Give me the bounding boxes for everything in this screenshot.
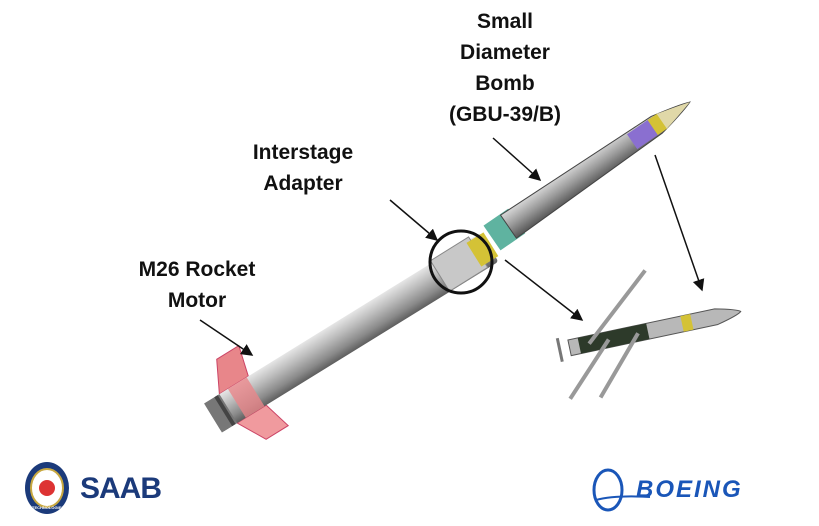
boeing-symbol-logo [592, 468, 651, 512]
saab-seal-logo [25, 462, 69, 514]
label-line: M26 Rocket [138, 258, 256, 281]
label-line: Adapter [263, 172, 343, 195]
deployed-sdb [555, 269, 742, 400]
m26-rocket-motor [204, 233, 498, 440]
label-small-diameter-bomb: Small Diameter Bomb (GBU-39/B) [420, 6, 590, 130]
saab-seal-text: TECHNOLOGIES [32, 505, 65, 510]
arrow-motor [199, 319, 254, 356]
small-diameter-bomb [483, 101, 691, 251]
label-interstage-adapter: Interstage Adapter [233, 137, 373, 199]
label-line: Motor [167, 289, 227, 312]
saab-logo: SAAB [80, 472, 162, 505]
arrow-sdb [492, 137, 542, 181]
label-line: Diameter [460, 41, 550, 64]
label-line: (GBU-39/B) [448, 103, 561, 126]
label-line: Bomb [475, 72, 535, 95]
arrow-interstage [389, 199, 439, 241]
boeing-logo: BOEING [636, 476, 743, 503]
fin [236, 404, 290, 440]
label-m26-rocket-motor: M26 Rocket Motor [122, 254, 272, 316]
arrow-deploy-1 [504, 259, 584, 321]
interstage-highlight-circle [428, 229, 494, 295]
arrow-deploy-2 [654, 154, 705, 292]
label-line: Interstage [252, 141, 354, 164]
label-line: Small [476, 10, 534, 33]
